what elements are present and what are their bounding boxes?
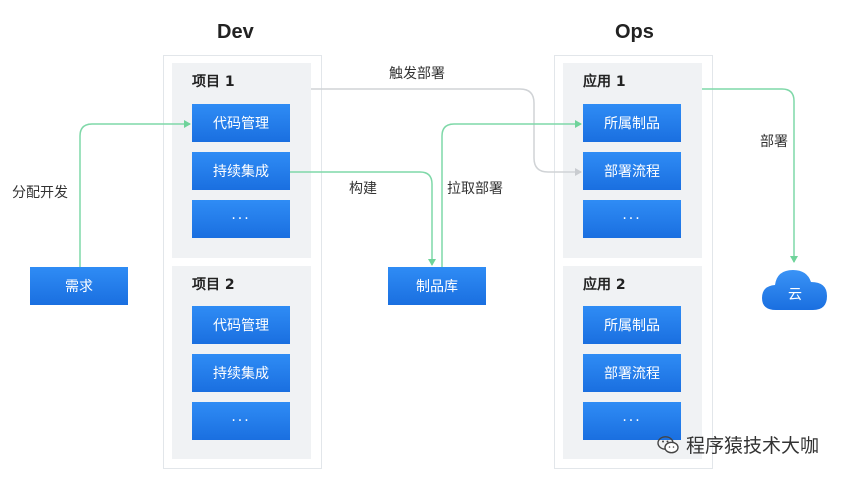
label-deploy: 部署 xyxy=(760,134,788,150)
watermark: 程序猿技术大咖 xyxy=(656,431,819,458)
label-build: 构建 xyxy=(349,181,377,197)
project-2-code-management[interactable]: 代码管理 xyxy=(192,306,290,344)
dev-title: Dev xyxy=(217,21,254,43)
app-1-deploy-flow[interactable]: 部署流程 xyxy=(583,152,681,190)
cloud-node[interactable]: 云 xyxy=(760,264,830,314)
label-pull-deploy: 拉取部署 xyxy=(447,181,503,197)
arrow-assign-dev xyxy=(79,120,191,267)
requirement-node[interactable]: 需求 xyxy=(30,267,128,305)
app-2-title: 应用 2 xyxy=(583,277,626,293)
app-1-title: 应用 1 xyxy=(583,74,626,90)
project-2-title: 项目 2 xyxy=(192,277,235,293)
app-1-artifacts[interactable]: 所属制品 xyxy=(583,104,681,142)
app-2-more[interactable]: ··· xyxy=(583,402,681,440)
wechat-icon xyxy=(657,435,679,453)
project-2-continuous-integration[interactable]: 持续集成 xyxy=(192,354,290,392)
cloud-label: 云 xyxy=(788,287,802,303)
project-1-more[interactable]: ··· xyxy=(192,200,290,238)
ops-title: Ops xyxy=(615,21,654,43)
label-assign-dev: 分配开发 xyxy=(12,185,68,201)
arrow-trigger-deploy xyxy=(311,88,582,176)
arrow-pull-deploy xyxy=(441,120,582,267)
project-1-code-management[interactable]: 代码管理 xyxy=(192,104,290,142)
app-1-more[interactable]: ··· xyxy=(583,200,681,238)
arrow-deploy xyxy=(702,88,798,263)
watermark-text: 程序猿技术大咖 xyxy=(686,435,820,457)
artifact-repo-node[interactable]: 制品库 xyxy=(388,267,486,305)
arrow-build xyxy=(290,171,436,266)
cloud-icon xyxy=(762,270,827,310)
project-2-more[interactable]: ··· xyxy=(192,402,290,440)
project-1-title: 项目 1 xyxy=(192,74,235,90)
app-2-artifacts[interactable]: 所属制品 xyxy=(583,306,681,344)
label-trigger-deploy: 触发部署 xyxy=(389,66,445,82)
project-1-continuous-integration[interactable]: 持续集成 xyxy=(192,152,290,190)
app-2-deploy-flow[interactable]: 部署流程 xyxy=(583,354,681,392)
